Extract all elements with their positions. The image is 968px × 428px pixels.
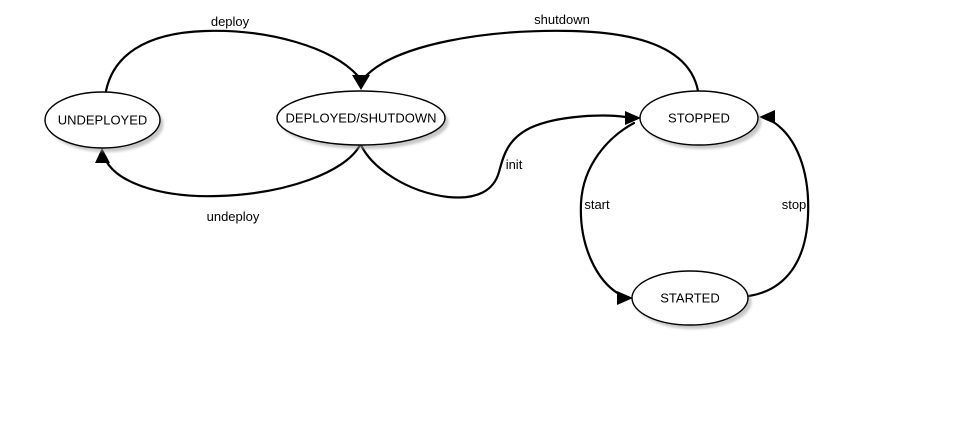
transition-deploy: deploy — [104, 14, 370, 93]
transition-stop-path — [747, 119, 810, 298]
state-undeployed: UNDEPLOYED — [44, 91, 164, 152]
state-started-ellipse — [631, 270, 749, 326]
arrowhead-into-undeployed — [95, 148, 110, 163]
state-undeployed-label: UNDEPLOYED — [58, 113, 148, 128]
state-deployed-shutdown-ellipse — [276, 90, 446, 146]
transition-shutdown-label: shutdown — [534, 12, 590, 27]
arrowhead-into-started — [617, 291, 633, 305]
transition-deploy-label: deploy — [211, 14, 250, 29]
transition-start-label: start — [584, 197, 610, 212]
state-started: STARTED — [631, 270, 752, 329]
arrowhead-into-stopped-left — [625, 111, 641, 125]
transition-stop-label: stop — [782, 197, 807, 212]
transition-shutdown-path — [362, 29, 700, 93]
state-stopped-ellipse — [639, 90, 759, 146]
state-stopped-label: STOPPED — [668, 111, 730, 126]
transition-init-label: init — [506, 157, 523, 172]
transition-start-path — [579, 121, 636, 296]
transition-init: init — [359, 111, 641, 199]
transition-start: start — [579, 121, 636, 305]
state-deployed-shutdown: DEPLOYED/SHUTDOWN — [276, 90, 449, 149]
transition-deploy-path — [104, 29, 360, 93]
state-stopped: STOPPED — [639, 90, 762, 149]
state-started-label: STARTED — [660, 291, 719, 306]
transition-undeploy-path — [102, 143, 362, 198]
transition-undeploy-label: undeploy — [207, 209, 260, 224]
arrowhead-into-deployed-shutdown — [352, 75, 370, 90]
state-undeployed-ellipse — [44, 91, 161, 149]
state-deployed-shutdown-label: DEPLOYED/SHUTDOWN — [286, 111, 437, 126]
arrowhead-into-stopped-right — [759, 110, 775, 124]
transition-shutdown: shutdown — [362, 12, 700, 93]
transition-undeploy: undeploy — [95, 143, 362, 224]
transition-stop: stop — [747, 110, 810, 298]
transition-init-path — [359, 114, 628, 199]
